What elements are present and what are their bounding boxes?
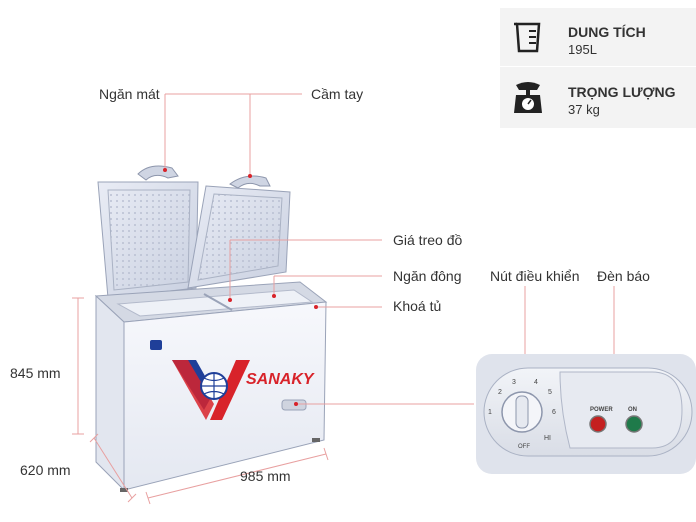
scale-icon (514, 82, 542, 113)
dimension-height: 845 mm (10, 365, 61, 381)
callout-dot (294, 402, 298, 406)
label-control-knob: Nút điều khiển (490, 268, 580, 284)
label-indicator-light: Đèn báo (597, 268, 650, 284)
label-freezer-compartment: Ngăn đông (393, 268, 462, 284)
weight-value: 37 kg (568, 102, 600, 117)
spec-panel: DUNG TÍCH 195L TRỌNG LƯỢNG 37 kg (500, 8, 696, 128)
callout-dot (314, 305, 318, 309)
off-label: OFF (518, 444, 530, 450)
dial-label: 2 (498, 389, 502, 396)
dial-label: 6 (552, 409, 556, 416)
callout-dot (163, 168, 167, 172)
dimension-width: 985 mm (240, 468, 291, 484)
left-lid (97, 165, 199, 299)
measuring-cup-icon (514, 22, 541, 53)
dial-label: 4 (534, 379, 538, 386)
body-control-panel (281, 399, 307, 411)
power-indicator-light (589, 415, 607, 433)
power-label: POWER (590, 407, 613, 413)
callout-dot (248, 174, 252, 178)
label-cooling-compartment: Ngăn mát (99, 86, 160, 102)
capacity-value: 195L (568, 42, 597, 57)
control-panel-closeup: 1 2 3 4 5 6 HI OFF POWER ON (476, 354, 696, 474)
on-indicator-light (625, 415, 643, 433)
dial-label: 1 (488, 409, 492, 416)
label-handle: Cầm tay (311, 86, 364, 102)
weight-title: TRỌNG LƯỢNG (568, 84, 676, 100)
hi-label: HI (544, 435, 551, 442)
callout-dot (228, 298, 232, 302)
callout-dot (272, 294, 276, 298)
label-hanging-rack: Giá treo đồ (393, 232, 463, 248)
dimension-lines (72, 297, 329, 505)
brand-logo: SANAKY (172, 360, 315, 420)
brand-name: SANAKY (246, 371, 315, 388)
foot (312, 438, 320, 442)
on-label: ON (628, 407, 637, 413)
label-lock: Khoá tủ (393, 298, 442, 314)
spec-capacity: DUNG TÍCH 195L (500, 8, 696, 67)
spec-weight: TRỌNG LƯỢNG 37 kg (500, 68, 696, 126)
dimension-depth: 620 mm (20, 462, 71, 478)
foot (120, 488, 128, 492)
capacity-title: DUNG TÍCH (568, 24, 646, 40)
right-lid (187, 175, 291, 289)
dial-label: 5 (548, 389, 552, 396)
dial-label: 3 (512, 379, 516, 386)
